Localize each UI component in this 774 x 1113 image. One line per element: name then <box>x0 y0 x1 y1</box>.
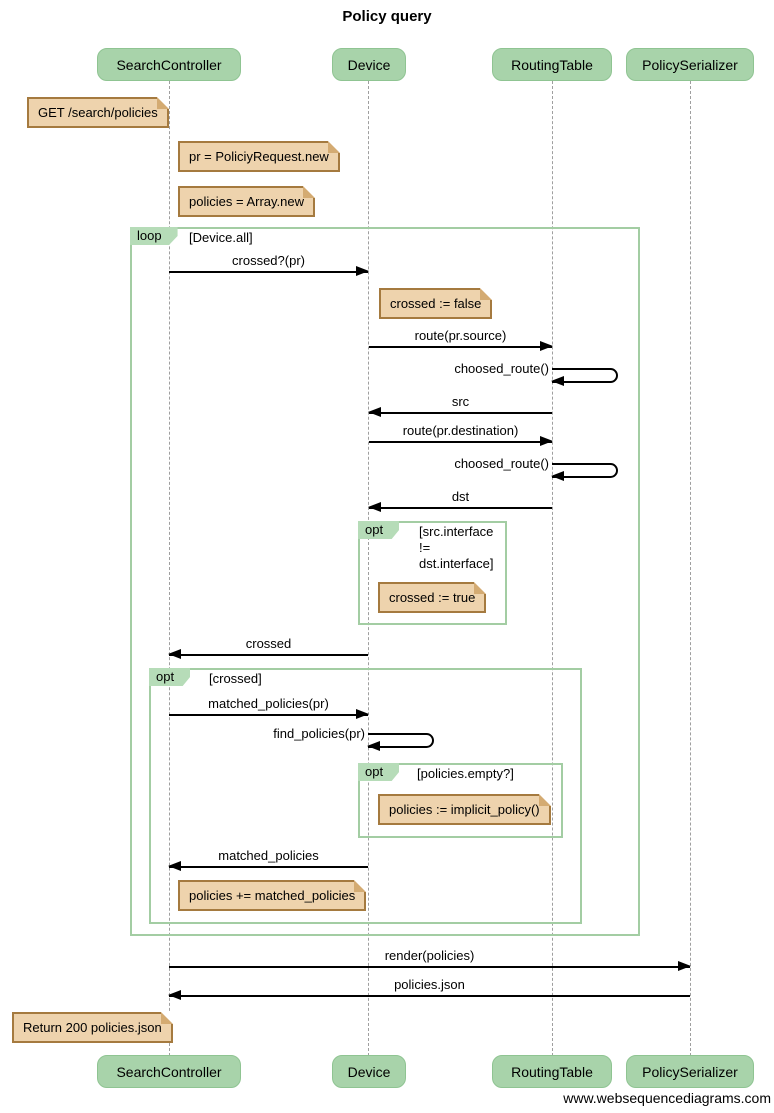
message-label: choosed_route() <box>454 456 549 471</box>
self-call-loop <box>552 463 618 478</box>
arrowhead-right-icon <box>540 436 553 446</box>
message-label: route(pr.destination) <box>402 423 519 438</box>
arrowhead-left-icon <box>168 861 181 871</box>
opt-frame-tab: opt <box>358 763 400 781</box>
arrowhead-left-icon <box>368 407 381 417</box>
opt-frame-condition: [crossed] <box>209 671 262 686</box>
message-line <box>169 271 368 273</box>
note-pr-new: pr = PoliciyRequest.new <box>178 141 340 172</box>
diagram-title: Policy query <box>342 8 432 25</box>
message-label: dst <box>451 489 470 504</box>
message-label: crossed?(pr) <box>232 253 305 268</box>
arrowhead-left-icon <box>367 741 380 751</box>
message-label: src <box>451 394 470 409</box>
message-line <box>169 654 368 656</box>
message-line <box>369 346 552 348</box>
opt-frame-tab: opt <box>358 521 400 539</box>
message-label: crossed <box>245 636 292 651</box>
arrowhead-left-icon <box>168 990 181 1000</box>
note-crossed-false: crossed := false <box>379 288 493 319</box>
message-line <box>369 412 552 414</box>
note-crossed-true: crossed := true <box>378 582 487 613</box>
self-call-loop <box>368 733 434 748</box>
participant-device-bottom: Device <box>332 1055 406 1088</box>
participant-device-top: Device <box>332 48 406 81</box>
note-policies-append: policies += matched_policies <box>178 880 367 911</box>
participant-routingtable-bottom: RoutingTable <box>492 1055 612 1088</box>
message-line <box>369 441 552 443</box>
message-label: policies.json <box>394 977 465 992</box>
note-implicit-policy: policies := implicit_policy() <box>378 794 551 825</box>
note-policies-array: policies = Array.new <box>178 186 316 217</box>
self-message-find-policies: find_policies(pr) <box>273 726 434 751</box>
self-message-choosed-route-1: choosed_route() <box>454 361 618 386</box>
message-label: matched_policies(pr) <box>208 696 329 711</box>
watermark-url: www.websequencediagrams.com <box>563 1090 771 1106</box>
message-line <box>169 966 690 968</box>
participant-searchcontroller-top: SearchController <box>97 48 241 81</box>
lifeline-routingtable <box>552 81 553 1056</box>
note-return-200: Return 200 policies.json <box>12 1012 173 1043</box>
message-line <box>169 714 368 716</box>
message-line <box>169 866 368 868</box>
message-label: route(pr.source) <box>414 328 507 343</box>
arrowhead-left-icon <box>368 502 381 512</box>
self-call-loop <box>552 368 618 383</box>
participant-searchcontroller-bottom: SearchController <box>97 1055 241 1088</box>
opt-frame-tab: opt <box>149 668 191 686</box>
message-label: find_policies(pr) <box>273 726 365 741</box>
arrowhead-right-icon <box>678 961 691 971</box>
self-message-choosed-route-2: choosed_route() <box>454 456 618 481</box>
participant-routingtable-top: RoutingTable <box>492 48 612 81</box>
message-line <box>369 507 552 509</box>
opt-frame-condition: [src.interface != dst.interface] <box>419 524 494 571</box>
message-label: matched_policies <box>218 848 319 863</box>
message-line <box>169 995 690 997</box>
arrowhead-left-icon <box>551 376 564 386</box>
message-label: choosed_route() <box>454 361 549 376</box>
loop-frame: loop [Device.all] <box>130 227 640 936</box>
arrowhead-right-icon <box>540 341 553 351</box>
lifeline-policyserializer <box>690 81 691 1056</box>
opt-frame-condition: [policies.empty?] <box>417 766 514 781</box>
opt-frame-policies-empty: opt [policies.empty?] <box>358 763 563 838</box>
note-get-search-policies: GET /search/policies <box>27 97 169 128</box>
participant-policyserializer-top: PolicySerializer <box>626 48 754 81</box>
lifeline-device <box>368 81 369 1056</box>
participant-policyserializer-bottom: PolicySerializer <box>626 1055 754 1088</box>
loop-frame-tab: loop <box>130 227 178 245</box>
arrowhead-left-icon <box>168 649 181 659</box>
opt-frame-crossed: opt [crossed] <box>149 668 582 924</box>
opt-frame-interface: opt [src.interface != dst.interface] <box>358 521 507 625</box>
lifeline-searchcontroller <box>169 81 170 1056</box>
arrowhead-left-icon <box>551 471 564 481</box>
arrowhead-right-icon <box>356 709 369 719</box>
loop-frame-condition: [Device.all] <box>189 230 253 245</box>
message-label: render(policies) <box>384 948 475 963</box>
arrowhead-right-icon <box>356 266 369 276</box>
